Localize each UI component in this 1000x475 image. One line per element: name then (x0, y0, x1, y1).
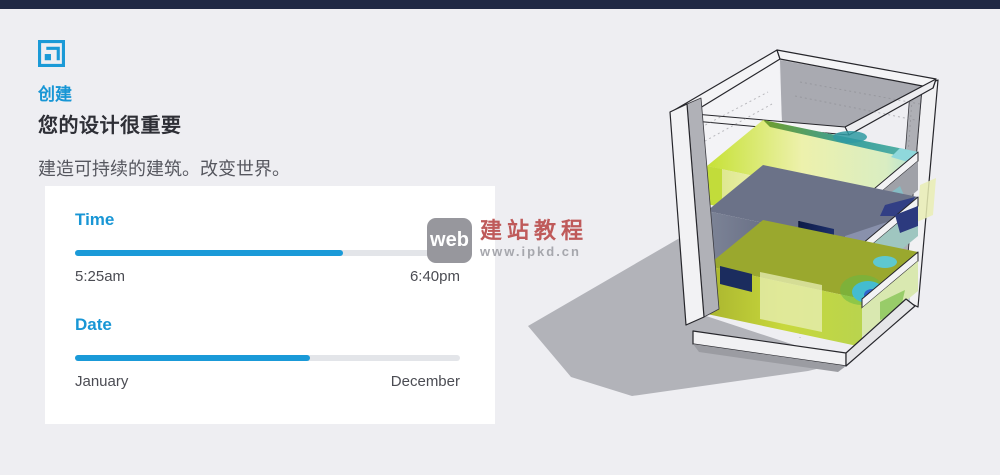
section-eyebrow: 创建 (38, 85, 72, 104)
date-end-label: December (390, 373, 460, 390)
date-slider-track[interactable] (75, 355, 460, 361)
top-floor-heatmap (707, 120, 918, 199)
nested-squares-icon (38, 40, 65, 67)
top-navy-bar (0, 0, 1000, 9)
date-slider-fill[interactable] (75, 355, 310, 361)
date-start-label: January (75, 373, 129, 390)
time-slider-group: Time 5:25am 6:40pm (75, 210, 460, 285)
time-slider-track[interactable] (75, 250, 460, 256)
page-subtitle: 建造可持续的建筑。改变世界。 (38, 159, 290, 179)
date-slider-label: Date (75, 315, 112, 334)
site-watermark: web 建站教程 www.ipkd.cn (427, 218, 588, 263)
date-slider-group: Date January December (75, 315, 460, 390)
middle-floor-heatmap (707, 165, 918, 244)
daylight-controls-panel: Time 5:25am 6:40pm Date January December (45, 186, 495, 424)
watermark-site-url: www.ipkd.cn (480, 244, 581, 259)
time-end-label: 6:40pm (409, 268, 460, 285)
time-start-label: 5:25am (75, 268, 126, 285)
time-slider-fill[interactable] (75, 250, 343, 256)
time-slider-label: Time (75, 210, 115, 229)
page-title: 您的设计很重要 (38, 115, 182, 137)
web-badge: web (427, 218, 472, 263)
watermark-site-name: 建站教程 (480, 218, 589, 243)
interior-back-wall (780, 60, 932, 134)
